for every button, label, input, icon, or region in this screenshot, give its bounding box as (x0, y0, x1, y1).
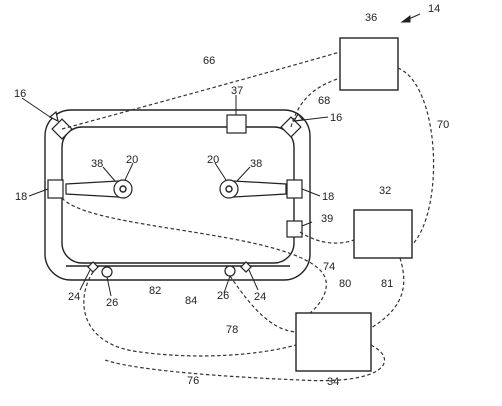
ref-14: 14 (428, 3, 440, 15)
ref-39: 39 (321, 213, 333, 225)
side-sensor-right-18 (286, 179, 303, 199)
leader-lines (21, 13, 421, 297)
ref-80: 80 (339, 278, 351, 290)
link-74 (299, 231, 355, 244)
controller-box-36 (339, 37, 399, 91)
ref-38-right: 38 (250, 158, 262, 170)
ref-74: 74 (323, 261, 335, 273)
roof-sensor-37 (226, 114, 247, 134)
ref-76: 76 (187, 375, 199, 387)
ref-26-left: 26 (106, 297, 118, 309)
link-81 (370, 257, 405, 329)
ref-81: 81 (381, 278, 393, 290)
controller-box-32 (353, 209, 413, 259)
ref-38-left: 38 (91, 158, 103, 170)
ref-34: 34 (327, 376, 339, 388)
ref-66: 66 (203, 55, 215, 67)
link-70 (397, 67, 435, 246)
ref-20-left: 20 (126, 154, 138, 166)
corner-sensor-left-16 (48, 110, 73, 140)
ref-16-left: 16 (14, 88, 26, 100)
ref-70: 70 (437, 119, 449, 131)
ref-18-left: 18 (15, 191, 27, 203)
side-sensor-left-18 (47, 179, 64, 199)
link-68 (290, 77, 341, 128)
ref-36: 36 (365, 12, 377, 24)
ref-37: 37 (231, 85, 243, 97)
ref-24-right: 24 (254, 291, 266, 303)
ref-78: 78 (226, 324, 238, 336)
floor-sensor-left-26 (101, 266, 113, 278)
ref-26-right: 26 (217, 290, 229, 302)
ref-82: 82 (149, 285, 161, 297)
link-66 (61, 51, 341, 130)
ref-20-right: 20 (207, 154, 219, 166)
ref-32: 32 (379, 185, 391, 197)
ref-16-right: 16 (330, 112, 342, 124)
seat-right-20 (219, 179, 287, 199)
link-80 (61, 197, 327, 314)
floor-sensor-right-26 (224, 265, 236, 277)
link-78 (229, 275, 297, 333)
ref-84: 84 (185, 295, 197, 307)
ref-68: 68 (318, 95, 330, 107)
link-76 (83, 271, 297, 357)
ref-18-right: 18 (322, 191, 334, 203)
controller-box-34 (295, 312, 372, 372)
vehicle-body-outline (44, 109, 311, 281)
sensor-39 (286, 220, 303, 238)
floor-emitter-right-24 (240, 261, 252, 273)
seat-left-20 (65, 179, 133, 199)
ref-24-left: 24 (68, 291, 80, 303)
